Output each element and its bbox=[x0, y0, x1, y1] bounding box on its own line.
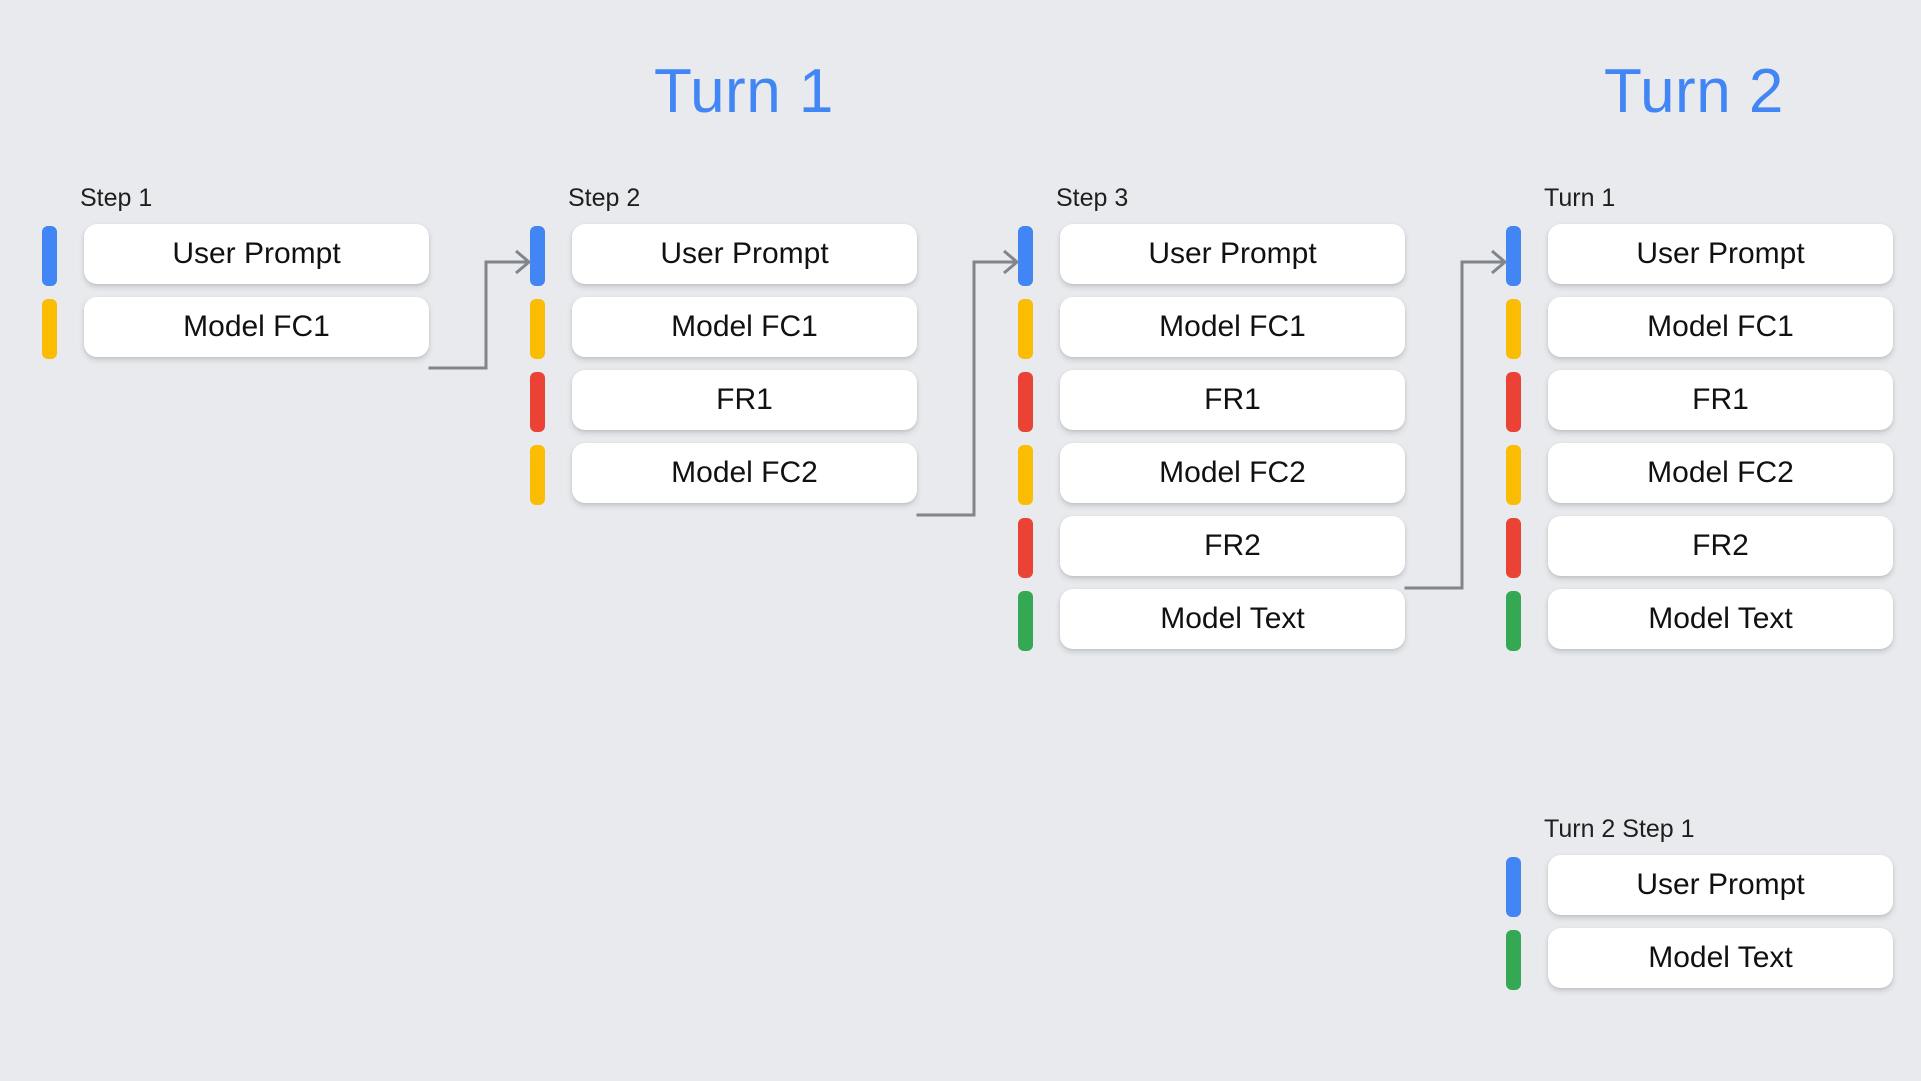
column-step-1: Step 1 User Prompt Model FC1 bbox=[42, 186, 429, 370]
column-turn-2-step-1: Turn 2 Step 1 User Prompt Model Text bbox=[1506, 817, 1893, 1001]
swatch-user-prompt bbox=[1506, 857, 1521, 917]
context-row[interactable]: User Prompt bbox=[1018, 224, 1405, 297]
card-fr1[interactable]: FR1 bbox=[1548, 370, 1893, 430]
card-model-fc2[interactable]: Model FC2 bbox=[572, 443, 917, 503]
column-turn-1: Turn 1 User Prompt Model FC1 FR1 Model F… bbox=[1506, 186, 1893, 662]
connector-step3-to-turn1-arrow bbox=[1404, 249, 1508, 590]
column-step-2: Step 2 User Prompt Model FC1 FR1 Model F… bbox=[530, 186, 917, 516]
context-row[interactable]: Model FC2 bbox=[1018, 443, 1405, 516]
context-row[interactable]: FR2 bbox=[1018, 516, 1405, 589]
context-row[interactable]: FR2 bbox=[1506, 516, 1893, 589]
card-user-prompt[interactable]: User Prompt bbox=[84, 224, 429, 284]
column-label-step-2: Step 2 bbox=[568, 184, 641, 212]
connector-step1-to-step2-arrow bbox=[428, 249, 532, 370]
card-model-fc2[interactable]: Model FC2 bbox=[1548, 443, 1893, 503]
card-model-fc1[interactable]: Model FC1 bbox=[1548, 297, 1893, 357]
swatch-user-prompt bbox=[1018, 226, 1033, 286]
context-row[interactable]: Model FC1 bbox=[1018, 297, 1405, 370]
context-row[interactable]: Model FC1 bbox=[42, 297, 429, 370]
card-user-prompt[interactable]: User Prompt bbox=[1548, 855, 1893, 915]
turn-2-banner: Turn 2 bbox=[1604, 57, 1784, 126]
card-model-fc1[interactable]: Model FC1 bbox=[84, 297, 429, 357]
swatch-model-fc bbox=[530, 299, 545, 359]
context-row[interactable]: Model Text bbox=[1506, 928, 1893, 1001]
swatch-model-text bbox=[1018, 591, 1033, 651]
swatch-model-text bbox=[1506, 591, 1521, 651]
card-model-fc1[interactable]: Model FC1 bbox=[1060, 297, 1405, 357]
context-row[interactable]: FR1 bbox=[530, 370, 917, 443]
context-row[interactable]: User Prompt bbox=[1506, 224, 1893, 297]
swatch-function-response bbox=[1506, 372, 1521, 432]
swatch-user-prompt bbox=[530, 226, 545, 286]
card-fr1[interactable]: FR1 bbox=[1060, 370, 1405, 430]
context-row[interactable]: Model FC2 bbox=[530, 443, 917, 516]
context-row[interactable]: FR1 bbox=[1506, 370, 1893, 443]
column-step-3: Step 3 User Prompt Model FC1 FR1 Model F… bbox=[1018, 186, 1405, 662]
swatch-user-prompt bbox=[1506, 226, 1521, 286]
card-model-text[interactable]: Model Text bbox=[1548, 589, 1893, 649]
swatch-function-response bbox=[530, 372, 545, 432]
swatch-model-text bbox=[1506, 930, 1521, 990]
context-row[interactable]: User Prompt bbox=[1506, 855, 1893, 928]
swatch-model-fc bbox=[530, 445, 545, 505]
swatch-model-fc bbox=[1506, 445, 1521, 505]
context-row[interactable]: Model FC1 bbox=[1506, 297, 1893, 370]
swatch-function-response bbox=[1018, 518, 1033, 578]
swatch-function-response bbox=[1506, 518, 1521, 578]
context-row[interactable]: User Prompt bbox=[42, 224, 429, 297]
column-label-turn-1: Turn 1 bbox=[1544, 184, 1616, 212]
swatch-user-prompt bbox=[42, 226, 57, 286]
column-label-turn-2-step-1: Turn 2 Step 1 bbox=[1544, 815, 1695, 843]
turn-1-banner: Turn 1 bbox=[654, 57, 834, 126]
card-fr2[interactable]: FR2 bbox=[1060, 516, 1405, 576]
card-fr1[interactable]: FR1 bbox=[572, 370, 917, 430]
column-label-step-3: Step 3 bbox=[1056, 184, 1129, 212]
card-fr2[interactable]: FR2 bbox=[1548, 516, 1893, 576]
context-row[interactable]: FR1 bbox=[1018, 370, 1405, 443]
card-model-fc1[interactable]: Model FC1 bbox=[572, 297, 917, 357]
context-row[interactable]: Model FC1 bbox=[530, 297, 917, 370]
card-user-prompt[interactable]: User Prompt bbox=[1548, 224, 1893, 284]
swatch-function-response bbox=[1018, 372, 1033, 432]
card-model-text[interactable]: Model Text bbox=[1060, 589, 1405, 649]
connector-step2-to-step3-arrow bbox=[916, 249, 1020, 517]
context-row[interactable]: Model FC2 bbox=[1506, 443, 1893, 516]
swatch-model-fc bbox=[1018, 299, 1033, 359]
card-user-prompt[interactable]: User Prompt bbox=[572, 224, 917, 284]
swatch-model-fc bbox=[1018, 445, 1033, 505]
context-row[interactable]: Model Text bbox=[1506, 589, 1893, 662]
card-model-text[interactable]: Model Text bbox=[1548, 928, 1893, 988]
context-row[interactable]: Model Text bbox=[1018, 589, 1405, 662]
card-model-fc2[interactable]: Model FC2 bbox=[1060, 443, 1405, 503]
context-row[interactable]: User Prompt bbox=[530, 224, 917, 297]
column-label-step-1: Step 1 bbox=[80, 184, 153, 212]
swatch-model-fc bbox=[1506, 299, 1521, 359]
card-user-prompt[interactable]: User Prompt bbox=[1060, 224, 1405, 284]
swatch-model-fc bbox=[42, 299, 57, 359]
